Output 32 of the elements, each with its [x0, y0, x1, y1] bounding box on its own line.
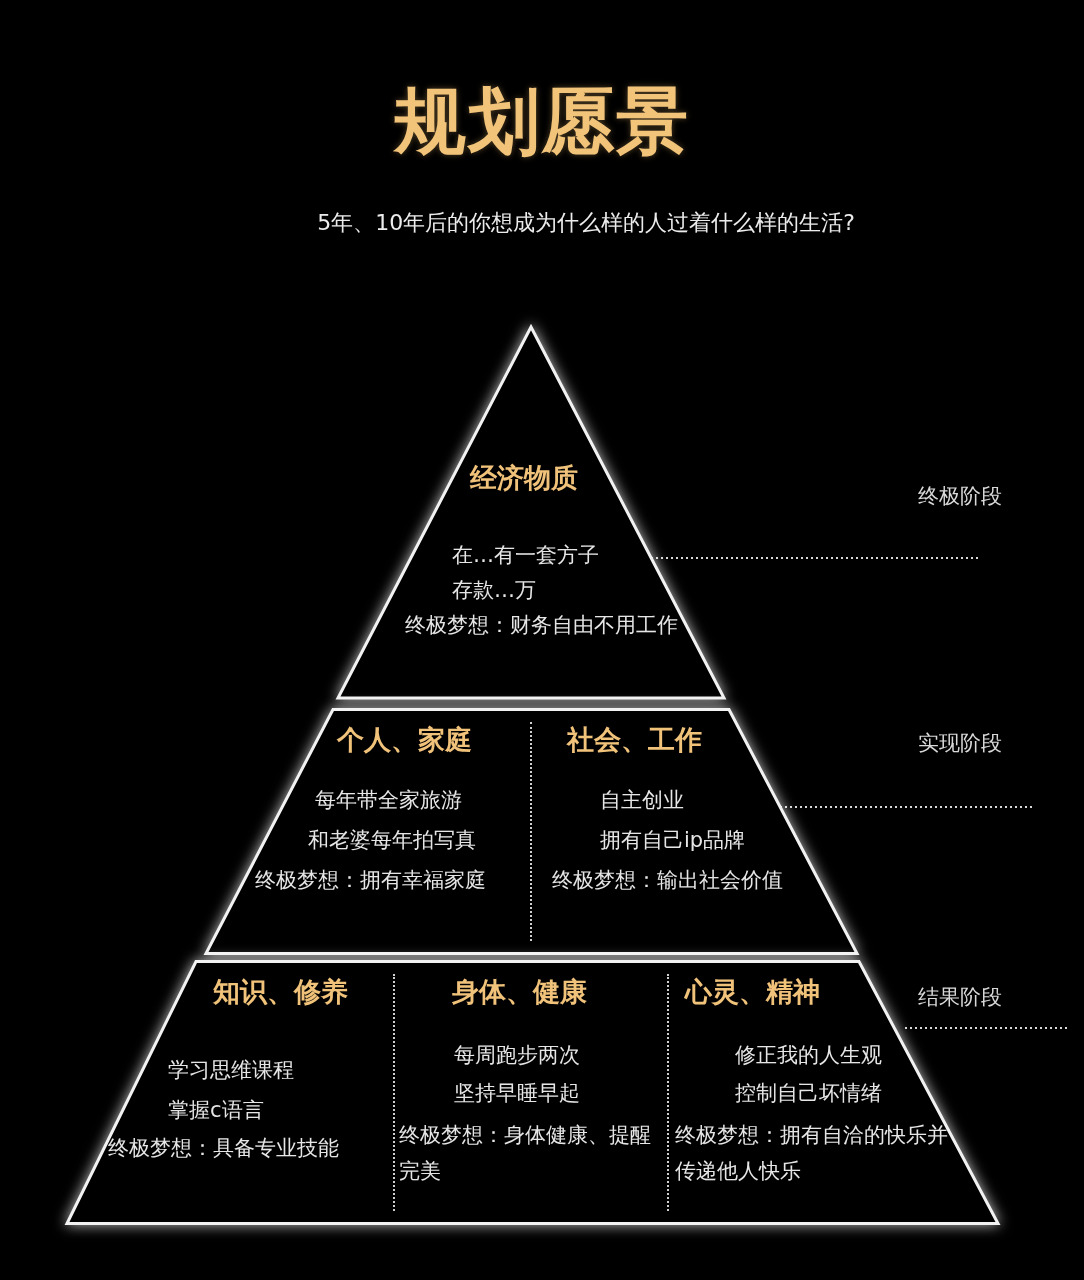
goal-text: 终极梦想：财务自由不用工作	[405, 612, 678, 639]
goal-text: 掌握c语言	[168, 1097, 264, 1124]
goal-text: 终极梦想：输出社会价值	[552, 867, 783, 894]
goal-text: 终极梦想：拥有幸福家庭	[255, 867, 486, 894]
pyramid-tier	[204, 708, 859, 955]
goal-text: 每周跑步两次	[454, 1042, 580, 1069]
goal-text: 终极梦想：身体健康、提醒完美	[399, 1122, 652, 1185]
goal-text: 存款…万	[452, 577, 536, 604]
goal-text: 自主创业	[600, 787, 684, 814]
goal-text: 拥有自己ip品牌	[600, 827, 746, 854]
goal-text: 控制自己坏情绪	[735, 1080, 882, 1107]
section-heading: 知识、修养	[213, 975, 348, 1009]
stage-label: 终极阶段	[918, 483, 1002, 510]
goal-text: 和老婆每年拍写真	[308, 827, 476, 854]
goal-text: 终极梦想：拥有自洽的快乐并传递他人快乐	[675, 1122, 949, 1185]
pyramid-tier	[65, 960, 1000, 1225]
goal-text: 修正我的人生观	[735, 1042, 882, 1069]
stage-label: 实现阶段	[918, 730, 1002, 757]
subtitle: 5年、10年后的你想成为什么样的人过着什么样的生活?	[317, 209, 855, 237]
section-heading: 经济物质	[470, 461, 578, 495]
section-heading: 心灵、精神	[685, 975, 820, 1009]
goal-text: 坚持早睡早起	[454, 1080, 580, 1107]
goal-text: 每年带全家旅游	[315, 787, 462, 814]
section-heading: 社会、工作	[567, 723, 702, 757]
title: 规划愿景	[394, 78, 690, 165]
goal-text: 学习思维课程	[168, 1057, 294, 1084]
pyramid-tier	[336, 325, 726, 700]
stage-label: 结果阶段	[918, 984, 1002, 1011]
goal-text: 终极梦想：具备专业技能	[108, 1135, 339, 1162]
section-heading: 个人、家庭	[337, 723, 472, 757]
section-heading: 身体、健康	[452, 975, 587, 1009]
goal-text: 在…有一套方子	[452, 542, 599, 569]
